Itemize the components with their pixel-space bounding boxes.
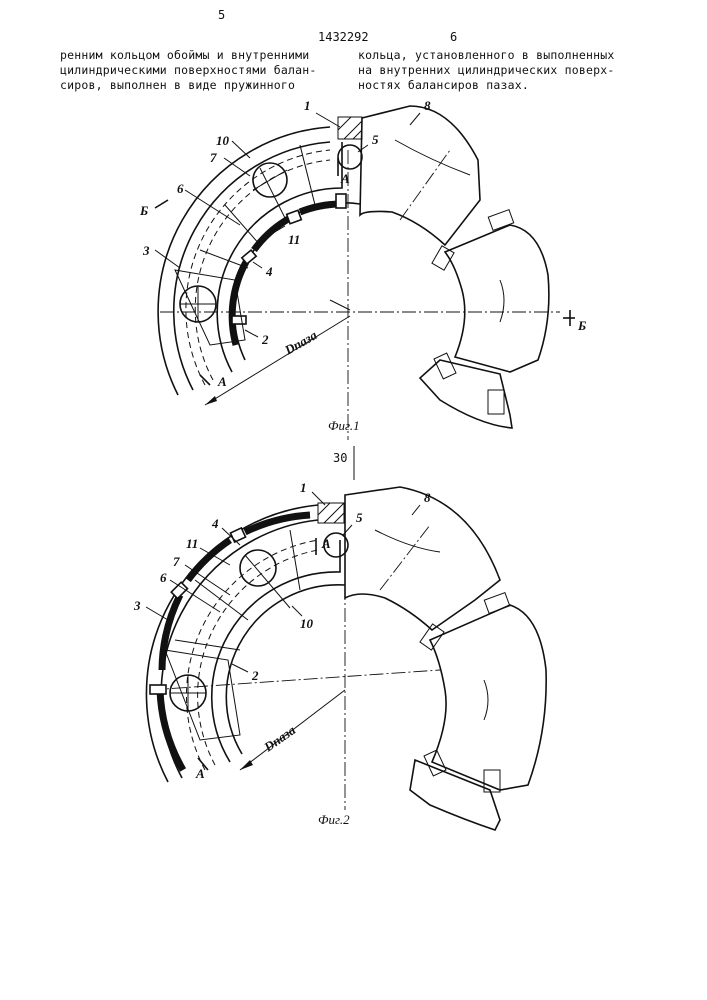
fig2-arc-detail-1 — [375, 530, 440, 552]
fig1-leader-6 — [185, 190, 240, 225]
fig1-leader-2 — [245, 330, 258, 337]
fig2-pocket — [165, 650, 240, 740]
fig1-label-5: 5 — [372, 132, 379, 147]
fig2-segment-axis — [380, 525, 430, 590]
fig2-label-11: 11 — [186, 536, 198, 551]
fig1-dimension-label: Dпаза — [281, 327, 320, 358]
fig1-caption: Фиг.1 — [328, 418, 360, 433]
fig1-leader-4 — [253, 262, 262, 268]
fig1-segment-axis — [400, 150, 450, 220]
fig2-label-4: 4 — [211, 516, 219, 531]
fig2-label-6: 6 — [160, 570, 167, 585]
fig2-label-section-a-top: А — [321, 536, 331, 551]
fig1-label-10: 10 — [216, 133, 230, 148]
fig2-hatch-c — [334, 513, 344, 523]
fig1-balancer-segment-upper — [360, 106, 480, 245]
fig1-label-6: 6 — [177, 181, 184, 196]
fig1-spring-ring-seg-3 — [300, 204, 340, 212]
fig2-connector-1 — [484, 593, 509, 614]
fig2-label-1: 1 — [300, 480, 307, 495]
fig1-arc-detail-1 — [395, 140, 470, 175]
fig1-center-tick — [330, 300, 350, 310]
fig1-slot-3 — [287, 210, 302, 224]
fig2-leader-8 — [412, 505, 420, 515]
fig1-leader-8 — [410, 113, 420, 125]
fig1-label-section-b-right: Б — [577, 318, 586, 333]
fig1-slot-4 — [336, 194, 346, 208]
fig2-hatched-block — [318, 503, 344, 523]
fig2-leader-2 — [232, 664, 248, 672]
fig1-label-7: 7 — [210, 150, 217, 165]
fig1-leader-1 — [316, 113, 340, 127]
fig1-label-11: 11 — [288, 232, 300, 247]
fig1-hatch-b — [344, 121, 362, 139]
fig1-connector-1 — [488, 210, 513, 231]
fig2-spring-ring-seg-2 — [162, 595, 180, 670]
figure-2: 1 5 8 4 11 7 6 3 2 10 А А Dпаза Фиг.2 — [133, 480, 546, 830]
fig1-label-section-a-top: А — [340, 171, 350, 186]
fig1-section-a-arrow-bottom — [200, 375, 210, 385]
fig2-label-2: 2 — [251, 668, 259, 683]
figure-1: 1 5 8 10 7 6 3 11 4 2 А А Б Б Dпаза Фиг.… — [139, 98, 586, 440]
fig2-horizontal-centerline — [150, 670, 440, 690]
fig2-slot-1 — [150, 685, 166, 694]
fig2-label-section-a-bottom: А — [195, 766, 205, 781]
fig1-slot-1 — [232, 316, 246, 324]
fig1-label-8: 8 — [424, 98, 431, 113]
fig1-outer-ring-inner-edge — [174, 142, 330, 390]
fig1-arc-detail-2 — [500, 280, 504, 322]
fig2-label-8: 8 — [424, 490, 431, 505]
fig2-arc-detail-2 — [484, 680, 488, 720]
fig2-groove-line-outer — [186, 540, 318, 770]
fig1-balancer-segment-middle — [445, 225, 549, 372]
fig2-label-7: 7 — [173, 554, 180, 569]
fig2-partition-2 — [195, 580, 248, 620]
fig2-label-5: 5 — [356, 510, 363, 525]
fig2-dimension-label: Dпаза — [260, 722, 298, 755]
fig1-partition-2 — [225, 205, 260, 245]
fig2-hatch-a — [318, 503, 330, 515]
fig2-balancer-segment-upper — [345, 487, 500, 630]
fig1-partition-1 — [200, 250, 248, 268]
fig1-label-2: 2 — [261, 332, 269, 347]
fig2-leader-10 — [292, 606, 302, 616]
line-number: 30 — [333, 451, 347, 465]
fig1-label-3: 3 — [142, 243, 150, 258]
fig2-caption: Фиг.2 — [318, 812, 350, 827]
fig1-hatched-block — [338, 117, 362, 139]
fig1-label-4: 4 — [265, 264, 273, 279]
fig1-hatch-a — [338, 117, 351, 130]
fig2-groove-line-inner — [198, 550, 318, 765]
fig2-label-10: 10 — [300, 616, 314, 631]
fig2-label-3: 3 — [133, 598, 141, 613]
fig1-leader-10 — [232, 141, 250, 158]
fig1-connector-3 — [488, 390, 504, 414]
fig1-label-section-b-left: Б — [139, 203, 148, 218]
fig2-slot-3 — [230, 528, 245, 542]
fig1-label-section-a-bottom: А — [217, 374, 227, 389]
fig1-balancer-segment-lower — [420, 360, 512, 428]
fig1-section-b-mark-left — [155, 200, 168, 208]
fig1-hatch-c — [353, 130, 362, 139]
fig2-partition-1 — [175, 640, 240, 650]
fig1-dimension-arrowhead — [205, 396, 217, 405]
fig1-connector-4 — [434, 353, 456, 379]
fig1-label-1: 1 — [304, 98, 311, 113]
